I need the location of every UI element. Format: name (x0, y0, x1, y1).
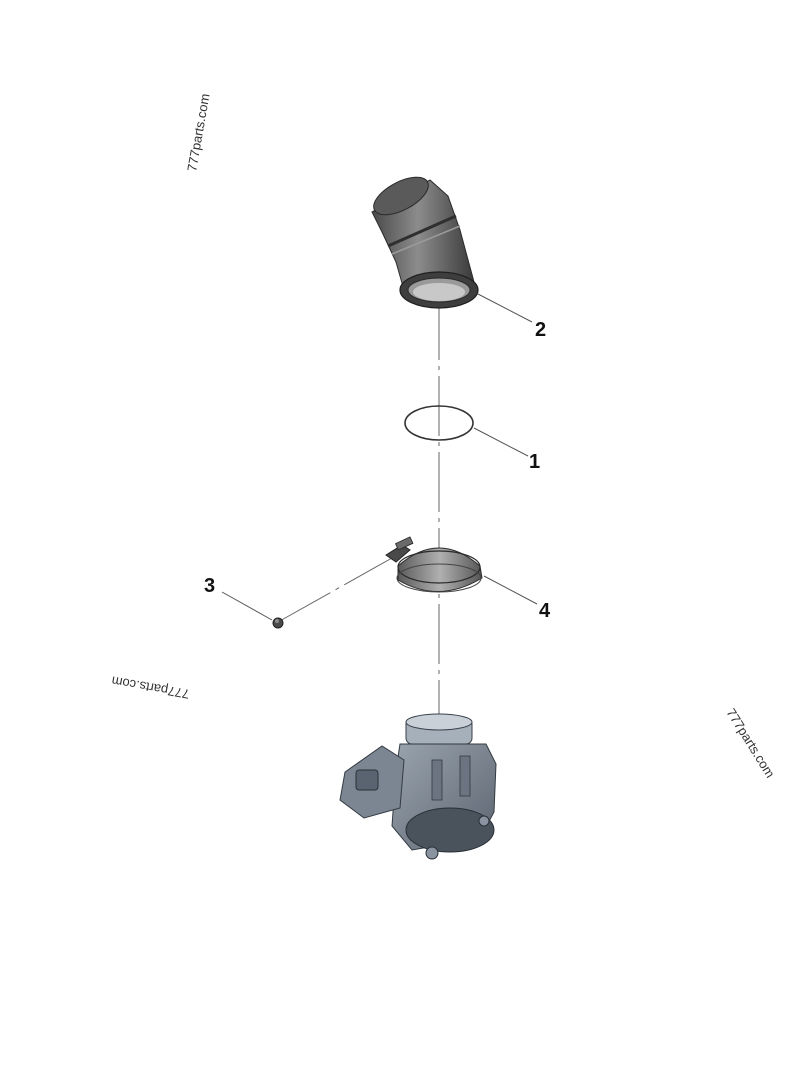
callout-part-4: 4 (539, 600, 551, 622)
leader-line-3 (221, 591, 273, 621)
fastener-axis (277, 557, 393, 623)
callout-part-1: 1 (529, 451, 540, 473)
throttle-body-part[interactable] (339, 713, 497, 860)
nut-part[interactable] (272, 617, 284, 629)
watermark-upside-down: 777parts.com (110, 673, 190, 701)
elbow-hose-part[interactable] (368, 170, 479, 309)
leader-line-1 (473, 427, 529, 457)
watermark-right: 777parts.com (723, 706, 777, 781)
band-clamp-part[interactable] (385, 536, 483, 593)
watermark-top-left: 777parts.com (184, 92, 212, 172)
callout-part-3: 3 (204, 575, 215, 597)
leader-line-2 (477, 293, 533, 323)
leader-line-4 (483, 575, 538, 605)
callout-part-2: 2 (535, 319, 546, 341)
o-ring-part[interactable] (404, 405, 474, 441)
